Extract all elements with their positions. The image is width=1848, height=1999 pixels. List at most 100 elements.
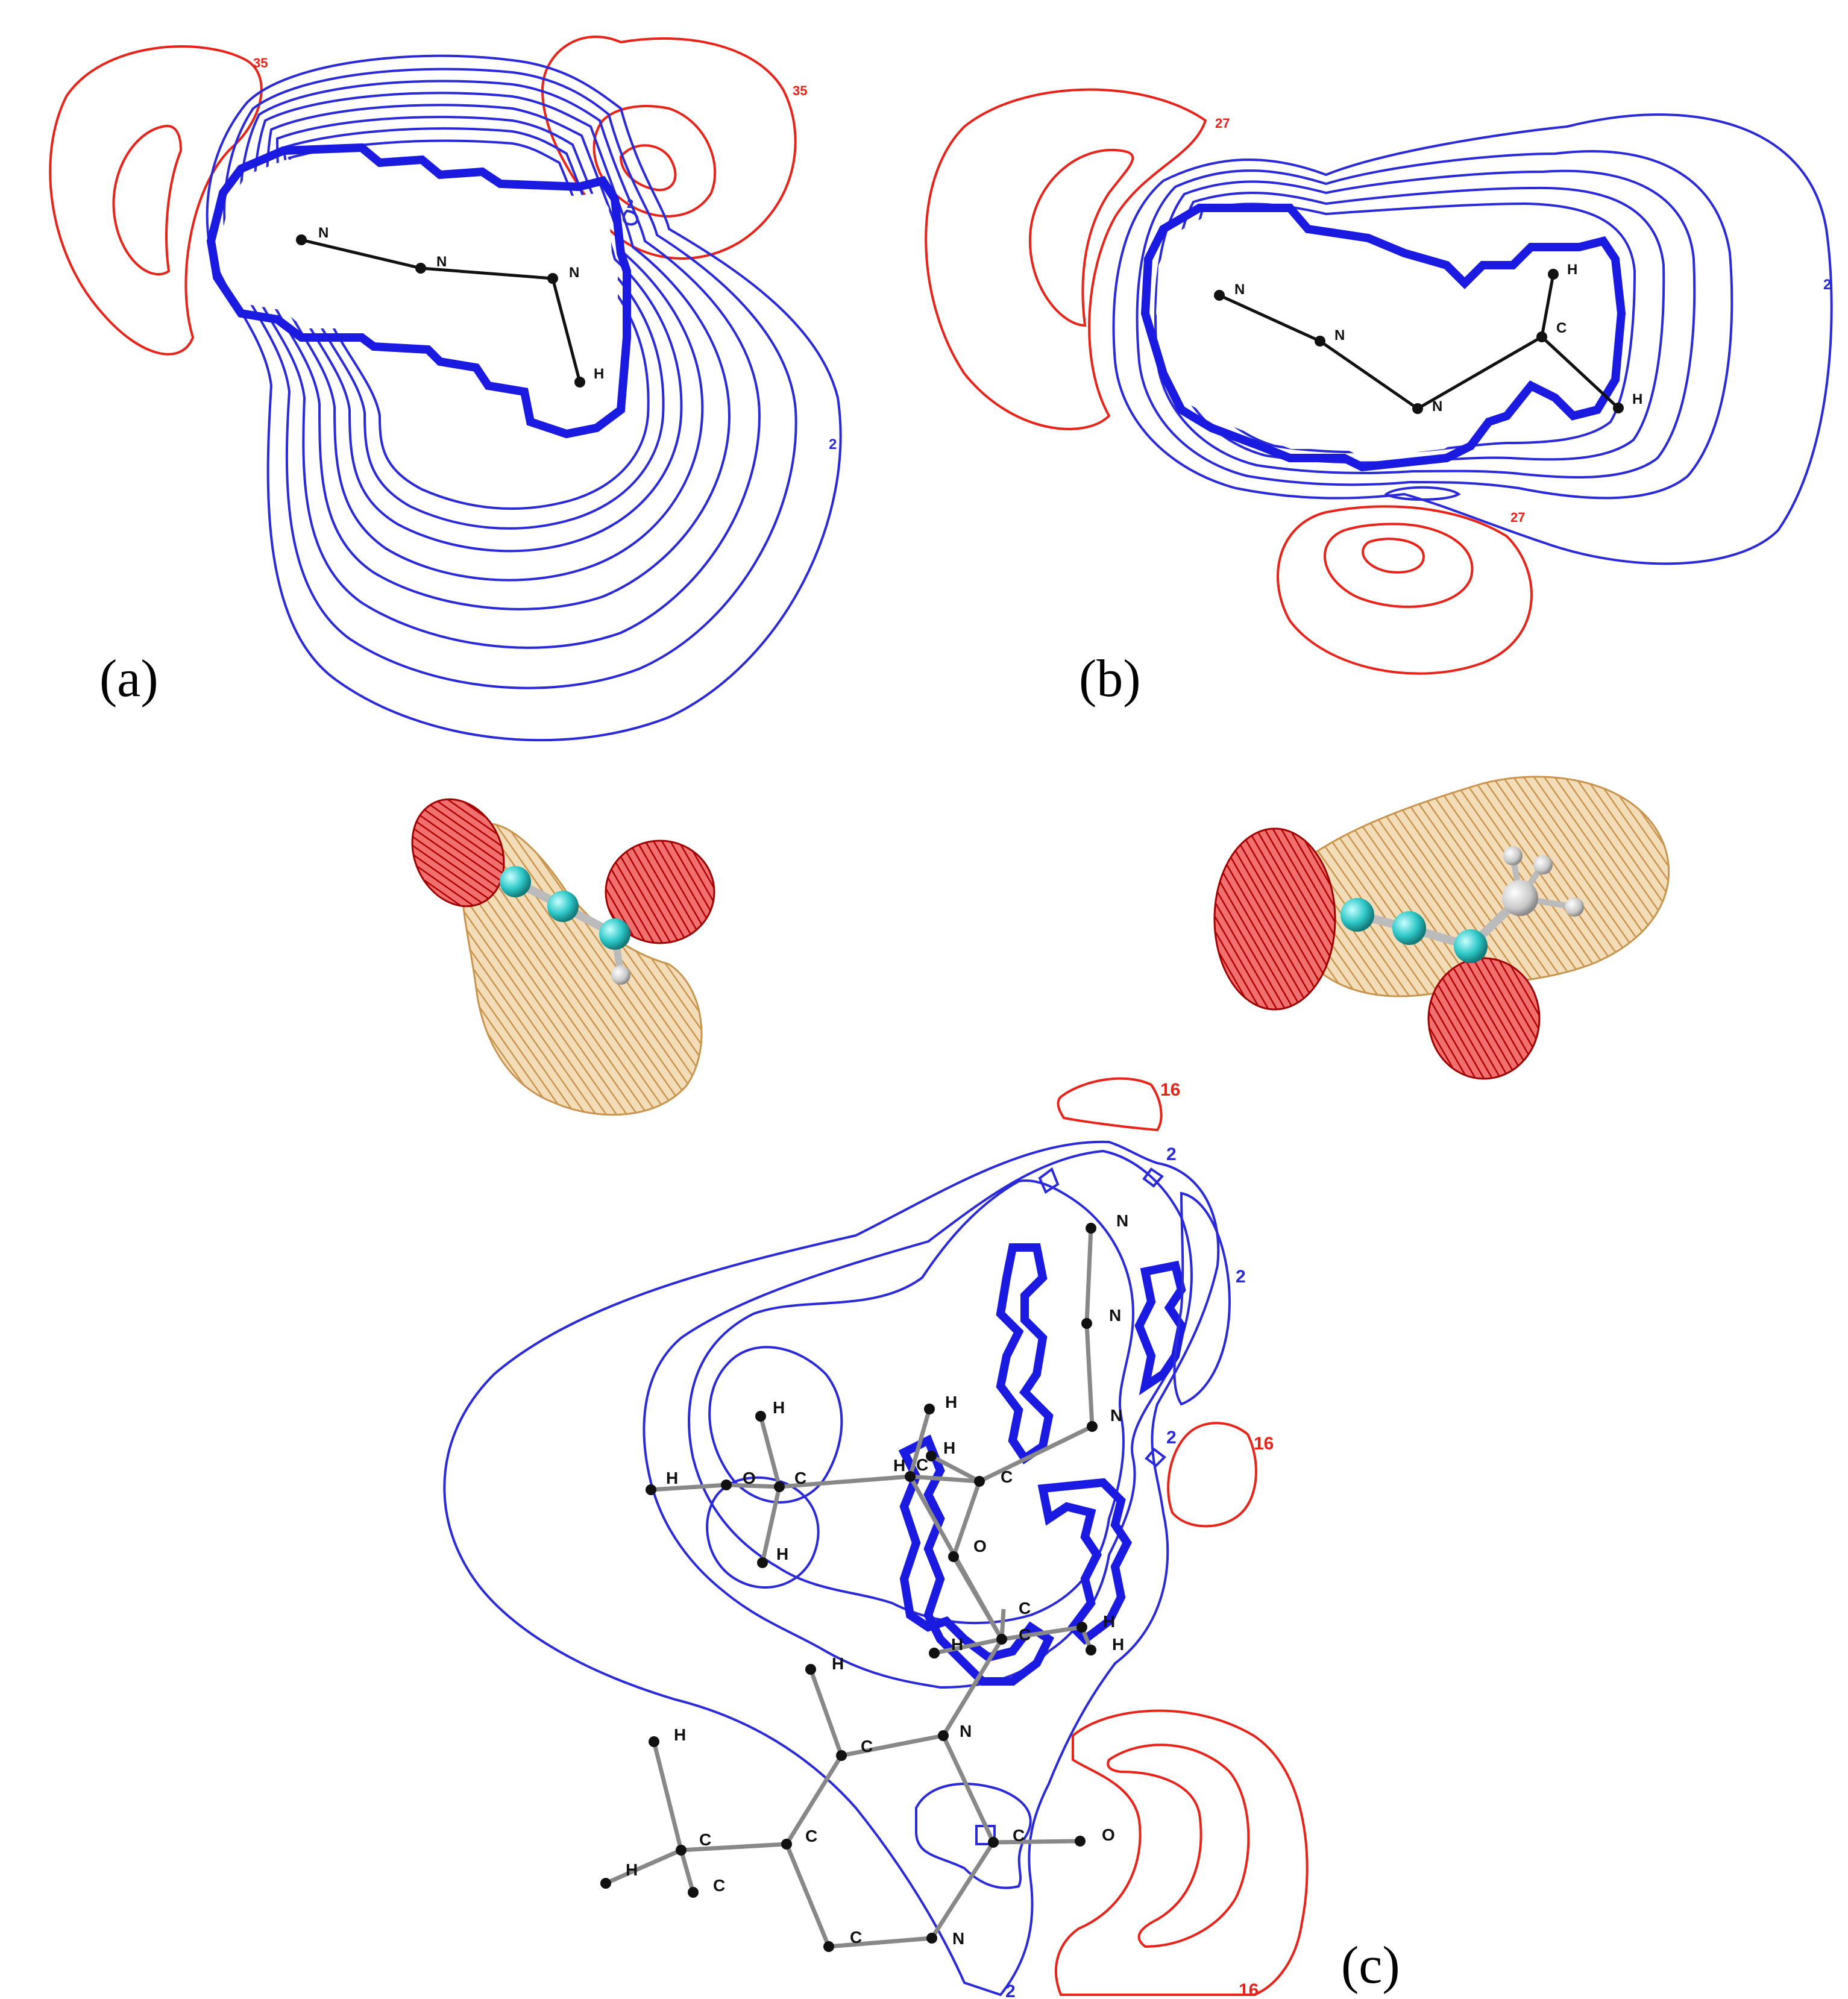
panel-c-atom-dot-23 — [649, 1736, 659, 1747]
panel-a-contour-label-blue-small: 2 — [627, 198, 633, 211]
panel-a-blue-contour-small — [622, 209, 639, 226]
panel-c-atom-label-4: H — [943, 1439, 955, 1457]
panel-b-atom-3 — [1412, 403, 1423, 414]
panel-c-bond-n-c10 — [941, 1734, 996, 1844]
panel-c-bond-c7-c9 — [784, 1843, 831, 1948]
panel-a-atom-1 — [296, 234, 307, 245]
panel-c-blue-contour-small-top — [1142, 1167, 1164, 1188]
panel-b-atom-1 — [1214, 290, 1225, 301]
panel-c-bond-c2-h3 — [758, 1416, 782, 1487]
panel-a-molecule-skeleton: N N N H — [296, 225, 604, 388]
panel-a-contour-map: N N N H 35 35 2 2 (a) — [49, 36, 842, 742]
panel-b-molecule-region — [1156, 217, 1612, 458]
panel-c-blue-contour-dense-right — [1037, 1478, 1133, 1645]
panel-c-atom-label-28: N — [952, 1929, 964, 1948]
panel-c-bond-c2-o — [726, 1483, 780, 1489]
panel-c-atom-dot-10 — [721, 1480, 732, 1490]
panel-c-atom-dot-25 — [688, 1887, 699, 1898]
panel-a-atom-label-1: N — [318, 225, 328, 241]
panel-c-atom-dot-16 — [1076, 1622, 1087, 1633]
panel-c-contour-label-red-right: 16 — [1254, 1434, 1274, 1454]
panel-b-blue-contours — [1112, 113, 1833, 565]
panel-a-blue-contour-4 — [253, 92, 731, 610]
panel-c-atom-dot-20 — [805, 1664, 816, 1675]
panel-c-red-contour-bottom-inner — [1107, 1743, 1250, 1948]
panel-c-contour-label-blue2: 2 — [1236, 1267, 1246, 1287]
panel-c-atom-label-22: H — [832, 1654, 844, 1673]
panel-c-atom-label-2: N — [1109, 1306, 1121, 1325]
panel-a-bond-3 — [551, 278, 582, 383]
panel-b-atom-label-4: C — [1556, 320, 1567, 336]
panel-a-atom-label-4: H — [594, 366, 604, 382]
panel-c-atom-dot-3 — [1087, 1421, 1098, 1432]
panel-c-atom-labels: N N N H H H C C H O C O H H C C H H H C … — [626, 1211, 1128, 1948]
panel-c-molecule-skeleton — [605, 1228, 1095, 1949]
panel-b-label: (b) — [1079, 650, 1141, 708]
panel-c-atom-label-21: N — [960, 1722, 972, 1740]
panel-c-atom-label-7: C — [1001, 1467, 1013, 1486]
panel-c-contour-label-blue3: 2 — [1166, 1428, 1177, 1448]
panel-b-contour-label-red1: 27 — [1215, 116, 1230, 131]
panel-a-contour-label-red2: 35 — [793, 83, 807, 98]
panel-c-atom-label-24: C — [699, 1830, 711, 1849]
panel-c-bond-c7-c8 — [680, 1842, 787, 1853]
panel-c-contour-label-red-top: 16 — [1160, 1080, 1180, 1100]
panel-c-atom-dot-14 — [996, 1634, 1007, 1645]
panel-a-3d-atom-h — [611, 965, 630, 985]
panel-c-bond-o-h — [650, 1483, 727, 1492]
panel-c-contour-map: N N N H H H C C H O C O H H C C H H H C … — [443, 1077, 1400, 1999]
panel-c-atom-dot-12 — [755, 1411, 766, 1422]
panel-b-molecule-skeleton: N N N C H H — [1214, 262, 1642, 415]
panel-b-red-contour-bottom-mid — [1323, 523, 1474, 608]
panel-c-bond-n1-n2 — [1084, 1228, 1093, 1324]
panel-b-red-contour-bottom-inner — [1362, 538, 1425, 574]
panel-c-atom-dot-21 — [781, 1839, 792, 1850]
panel-c-atom-dot-19 — [836, 1750, 847, 1761]
panel-c-bond-n3-c — [978, 1424, 1093, 1484]
panel-c-atom-dot-27 — [926, 1933, 937, 1944]
panel-c-atom-label-29: C — [850, 1928, 862, 1947]
panel-c-contour-label-blue-bottom: 2 — [1005, 1982, 1016, 1999]
panel-a-negative-lobe-left — [411, 798, 505, 908]
panel-c-atom-label-17: H — [951, 1635, 963, 1654]
panel-b-atom-4 — [1536, 331, 1547, 342]
panel-c-bond-c-h1 — [930, 1454, 981, 1484]
panel-c-atom-dot-9 — [774, 1481, 785, 1492]
panel-c-atom-dot-29 — [1075, 1836, 1086, 1847]
panel-a-3d-atom-n3 — [599, 918, 630, 950]
panel-a-label: (a) — [99, 650, 159, 708]
panel-c-atom-dot-11 — [646, 1484, 656, 1495]
panel-c-atom-label-10: O — [973, 1537, 987, 1555]
panel-a-bond-2 — [420, 266, 553, 280]
panel-b-3d-atom-n3 — [1454, 929, 1488, 963]
panel-c-label: (c) — [1341, 1936, 1400, 1995]
panel-c-contour-label-red-bottom: 16 — [1239, 1980, 1259, 1999]
panel-a-3d-atom-n2 — [547, 891, 579, 922]
panel-c-atom-dot-6 — [905, 1471, 916, 1482]
panel-c-blue-contour-dense-top — [996, 1243, 1054, 1464]
panel-a-blue-contour-2 — [223, 67, 797, 689]
panel-c-blue-contour-outer — [443, 1140, 1220, 1997]
panel-c-bond-n2-n3 — [1084, 1323, 1095, 1427]
panel-c-atom-dot-17 — [1086, 1645, 1096, 1655]
panel-c-bond-c8-h2 — [605, 1848, 682, 1886]
panel-b-bond-1 — [1218, 293, 1321, 343]
panel-c-atom-label-19: H — [1112, 1635, 1124, 1654]
panel-a-atom-label-3: N — [569, 265, 579, 281]
panel-b-3d-isosurface — [1213, 776, 1670, 1080]
panel-c-blue-contour-small-mid — [1038, 1167, 1060, 1194]
panel-b-contour-label-red2: 27 — [1510, 510, 1525, 525]
panel-b-positive-lobe — [1295, 776, 1670, 997]
panel-c-bond-c9-n — [828, 1936, 932, 1949]
panel-b-bond-2 — [1319, 339, 1419, 410]
panel-c-atom-label-1: N — [1116, 1211, 1128, 1230]
panel-a-blue-contours — [206, 54, 842, 742]
panel-b-blue-contour-dense-band — [1140, 204, 1626, 472]
panel-c-atom-dot-13 — [757, 1557, 768, 1568]
panel-c-bond-n-c6 — [841, 1733, 944, 1758]
panel-c-atom-label-30: C — [713, 1876, 725, 1895]
panel-b-atom-label-6: H — [1632, 391, 1642, 407]
panel-b-3d-atom-h3 — [1533, 855, 1553, 874]
panel-a-negative-lobe-right — [605, 839, 715, 944]
panel-a-blue-contour-7 — [281, 127, 665, 530]
